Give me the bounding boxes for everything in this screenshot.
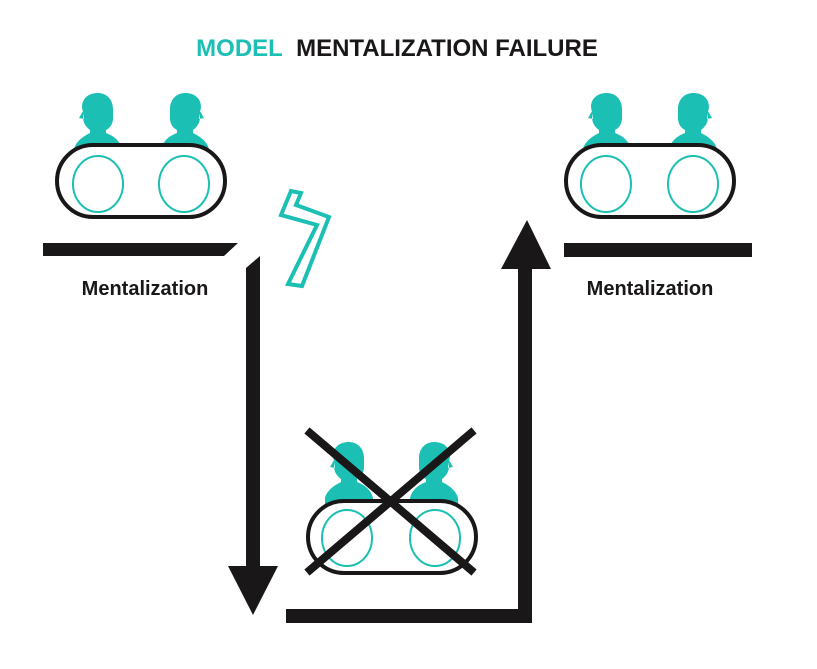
- title-rest: MENTALIZATION FAILURE: [296, 35, 598, 62]
- diagram-title: MODEL MENTALIZATION FAILURE: [196, 35, 598, 62]
- cross-out-icon: [304, 427, 477, 576]
- person-circle: [158, 155, 210, 213]
- arrow-down-shaft: [246, 256, 260, 566]
- left-platform: [43, 243, 238, 256]
- left-mentalization-label: Mentalization: [82, 278, 209, 300]
- right-platform: [564, 243, 752, 257]
- person-circle: [72, 155, 124, 213]
- person-circle: [580, 155, 632, 213]
- descending-arrow: [228, 256, 278, 615]
- arrow-up-shaft: [518, 268, 532, 623]
- arrow-down-icon: [228, 566, 278, 615]
- pair-frame: [55, 143, 227, 219]
- person-circle: [321, 509, 373, 567]
- arrow-up-icon: [501, 220, 551, 269]
- right-pair-group: [564, 93, 736, 219]
- title-highlight: MODEL: [196, 35, 282, 62]
- bottom-connector: [286, 609, 532, 623]
- lightning-bolt-icon: [278, 188, 332, 289]
- person-circle: [409, 509, 461, 567]
- pair-frame: [564, 143, 736, 219]
- right-mentalization-label: Mentalization: [587, 278, 714, 300]
- middle-pair-group: [304, 427, 478, 576]
- left-pair-group: [55, 93, 227, 219]
- person-circle: [667, 155, 719, 213]
